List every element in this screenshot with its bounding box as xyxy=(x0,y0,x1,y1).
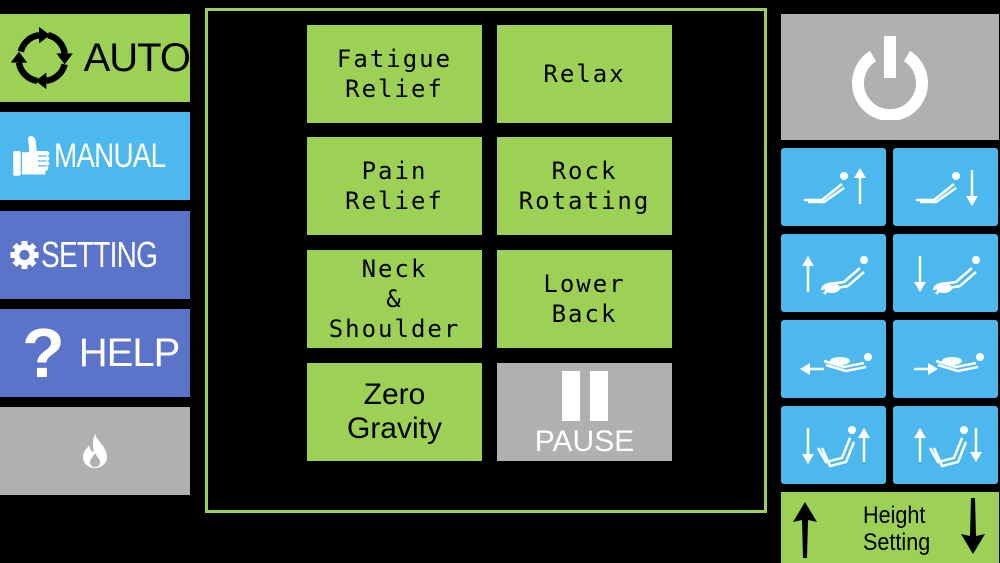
flame-icon xyxy=(83,434,107,468)
thumbs-up-icon xyxy=(13,136,50,176)
program-label: Lower Back xyxy=(543,270,626,328)
gear-icon xyxy=(10,240,39,270)
backrest-up-button[interactable] xyxy=(781,148,886,226)
program-panel xyxy=(205,8,767,513)
program-label: Fatigue Relief xyxy=(336,45,453,103)
rock-rotating-button[interactable]: Rock Rotating xyxy=(497,137,672,235)
program-label: Pain Relief xyxy=(345,157,444,215)
program-label: Neck & Shoulder xyxy=(328,255,461,343)
auto-cycle-icon xyxy=(10,26,73,90)
neck-shoulder-button[interactable]: Neck & Shoulder xyxy=(307,250,482,348)
pause-label: PAUSE xyxy=(534,425,635,458)
setting-label: SETTING xyxy=(40,234,158,275)
tilt-up-icon xyxy=(913,426,982,468)
arrow-up-icon xyxy=(793,502,817,558)
auto-label: AUTO xyxy=(83,35,191,80)
relax-button[interactable]: Relax xyxy=(497,25,672,123)
pause-button[interactable]: PAUSE xyxy=(497,363,672,461)
pain-relief-button[interactable]: Pain Relief xyxy=(307,137,482,235)
question-mark-icon: ? xyxy=(22,314,65,392)
recline-up-button[interactable] xyxy=(781,234,886,312)
height-label-line2: Setting xyxy=(863,529,931,556)
recline-up-icon xyxy=(801,256,868,295)
pause-icon xyxy=(561,371,608,421)
fatigue-relief-button[interactable]: Fatigue Relief xyxy=(307,25,482,123)
program-label: Rock Rotating xyxy=(518,157,651,215)
backrest-down-icon xyxy=(915,170,978,206)
height-label-line1: Height xyxy=(863,502,926,529)
power-button[interactable] xyxy=(781,14,999,140)
lower-back-button[interactable]: Lower Back xyxy=(497,250,672,348)
auto-button[interactable]: AUTO xyxy=(0,14,191,102)
tilt-up-button[interactable] xyxy=(893,406,998,484)
help-button[interactable]: ? HELP xyxy=(0,309,190,397)
tilt-down-icon xyxy=(801,426,870,468)
height-setting-label: Height Setting xyxy=(863,502,930,556)
help-label: HELP xyxy=(78,330,180,375)
height-setting-button[interactable]: Height Setting xyxy=(781,492,999,563)
backrest-down-button[interactable] xyxy=(893,148,998,226)
manual-button[interactable]: MANUAL xyxy=(0,112,190,200)
backrest-up-icon xyxy=(803,168,866,204)
leg-rest-in-icon xyxy=(913,353,984,375)
program-label: Zero Gravity xyxy=(346,378,442,445)
power-icon xyxy=(852,36,928,120)
recline-down-button[interactable] xyxy=(893,234,998,312)
heat-button[interactable] xyxy=(0,407,190,495)
setting-button[interactable]: SETTING xyxy=(0,211,190,299)
leg-rest-out-icon xyxy=(799,353,872,375)
leg-rest-out-button[interactable] xyxy=(781,320,886,398)
manual-label: MANUAL xyxy=(54,136,166,175)
leg-rest-in-button[interactable] xyxy=(893,320,998,398)
program-label: Relax xyxy=(543,60,626,88)
arrow-down-icon xyxy=(961,498,985,554)
zero-gravity-button[interactable]: Zero Gravity xyxy=(307,363,482,461)
tilt-down-button[interactable] xyxy=(781,406,886,484)
recline-down-icon xyxy=(913,256,980,295)
